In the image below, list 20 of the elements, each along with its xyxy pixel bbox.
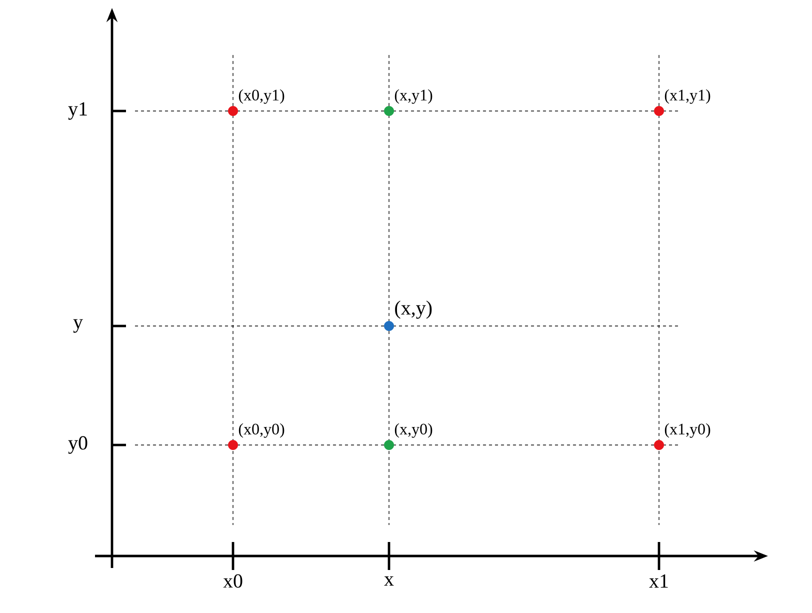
data-point	[228, 106, 238, 116]
data-point	[384, 440, 394, 450]
data-point	[228, 440, 238, 450]
data-point	[654, 440, 664, 450]
point-label: (x,y0)	[394, 423, 432, 438]
point-label: (x0,y1)	[238, 89, 284, 104]
tick-label: y1	[68, 102, 87, 120]
tick-label: x0	[223, 574, 242, 588]
point-label: (x,y)	[395, 300, 432, 319]
tick-label: y	[73, 319, 83, 333]
tick-label: y0	[68, 436, 88, 454]
tick-label: x	[384, 576, 394, 586]
point-label: (x,y1)	[394, 89, 432, 104]
data-point	[654, 106, 664, 116]
data-point	[384, 106, 394, 116]
point-label: (x1,y0)	[664, 423, 710, 438]
data-point	[384, 321, 394, 331]
tick-label: x1	[649, 574, 668, 588]
point-label: (x1,y1)	[664, 89, 710, 104]
point-label: (x0,y0)	[238, 423, 284, 438]
